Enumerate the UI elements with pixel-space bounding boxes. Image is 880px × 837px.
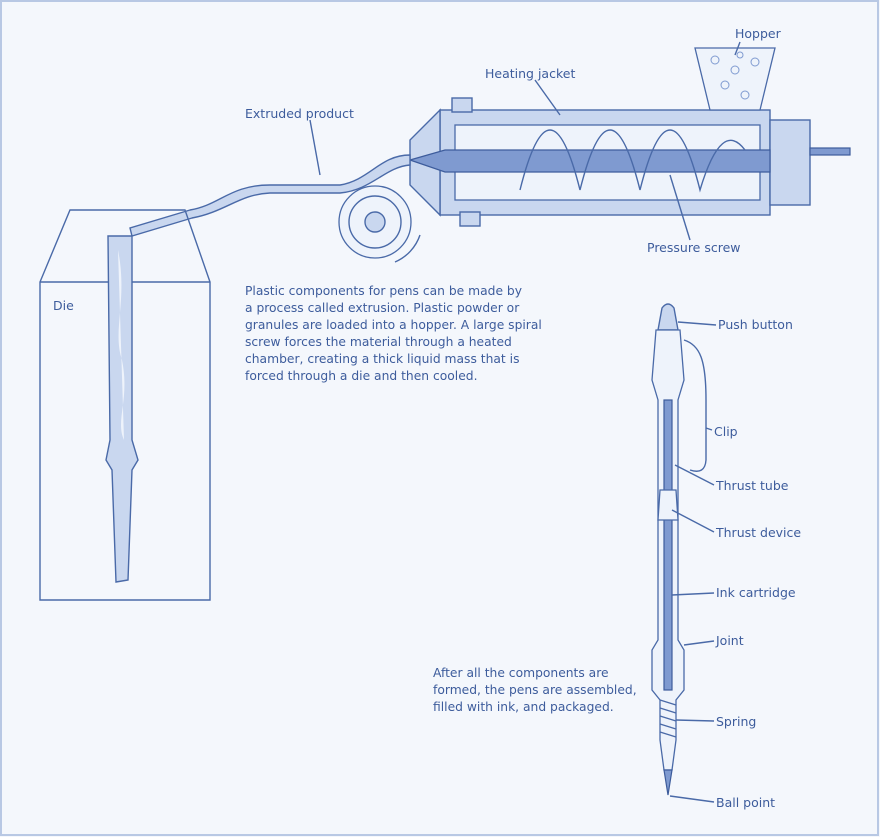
- jacket-flange: [451, 97, 473, 113]
- label-pressure-screw: Pressure screw: [647, 240, 741, 255]
- label-die: Die: [53, 298, 74, 313]
- roller-hub: [364, 211, 386, 233]
- label-thrust-device: Thrust device: [715, 525, 801, 540]
- label-push-button: Push button: [718, 317, 793, 332]
- assembly-caption: After all the components are formed, the…: [433, 666, 641, 714]
- push-button: [657, 303, 679, 331]
- drive-shaft: [809, 147, 851, 156]
- rotation-arrow: [394, 234, 421, 263]
- spring: [659, 699, 677, 738]
- label-heating-jacket: Heating jacket: [485, 66, 575, 81]
- ink-cartridge: [663, 399, 673, 691]
- label-thrust-tube: Thrust tube: [715, 478, 789, 493]
- thrust-device: [657, 489, 679, 521]
- label-ink-cartridge: Ink cartridge: [716, 585, 796, 600]
- label-ball-point: Ball point: [716, 795, 775, 810]
- extruder-machine: [129, 47, 851, 263]
- screw-flight: [519, 129, 746, 193]
- drive-housing: [769, 119, 811, 206]
- granules: [710, 51, 760, 100]
- label-hopper: Hopper: [735, 26, 782, 41]
- die: [39, 209, 211, 601]
- extruded-rod: [105, 235, 139, 583]
- ball-point: [663, 769, 673, 796]
- clip: [683, 339, 707, 472]
- label-spring: Spring: [716, 714, 756, 729]
- label-joint: Joint: [715, 633, 744, 648]
- leader-lines: [309, 41, 741, 803]
- jacket-flange-bottom: [459, 211, 481, 227]
- label-extruded-product: Extruded product: [245, 106, 354, 121]
- roller-inner: [348, 195, 402, 249]
- screw-shaft: [407, 149, 771, 173]
- extrusion-caption: Plastic components for pens can be made …: [245, 284, 546, 383]
- label-clip: Clip: [714, 424, 738, 439]
- pen: [651, 303, 707, 796]
